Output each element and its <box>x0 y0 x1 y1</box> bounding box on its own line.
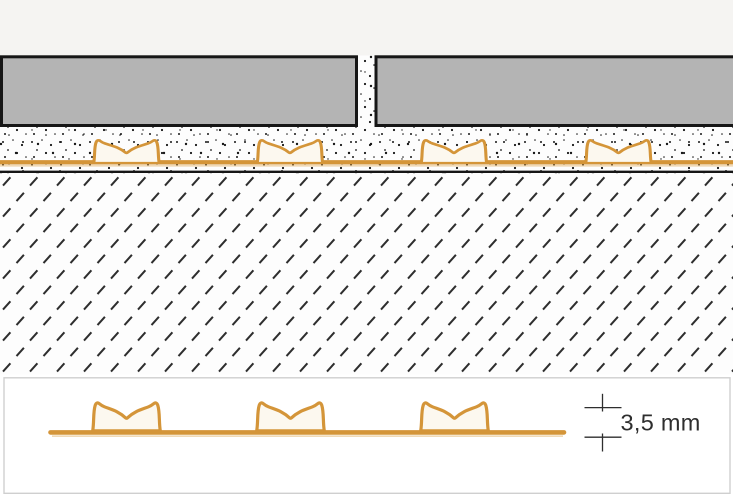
tile-right <box>374 55 733 127</box>
screed-hatch-texture <box>0 173 733 375</box>
uncoupling-membrane-layer <box>0 138 733 167</box>
detail-callout-panel: 3,5 mm <box>3 377 731 494</box>
dimension-label: 3,5 mm <box>621 410 701 436</box>
tile-left <box>0 55 358 127</box>
tile-covering-layer <box>0 55 733 127</box>
screed-layer <box>0 173 733 375</box>
background-above-tiles <box>0 0 733 56</box>
membrane-profile-detail <box>48 401 567 437</box>
dimension-marker: 3,5 mm <box>584 393 701 452</box>
